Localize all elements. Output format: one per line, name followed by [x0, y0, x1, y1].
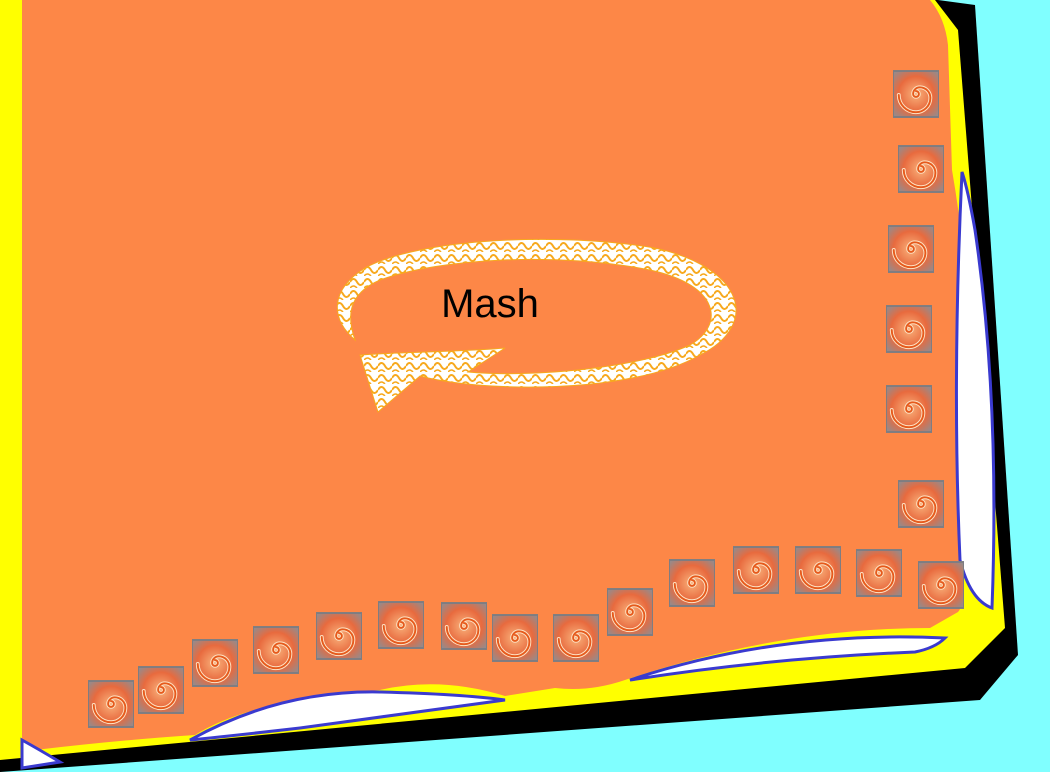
swirl-tile-icon	[607, 589, 653, 635]
swirl-tile-icon	[669, 560, 715, 606]
swirl-tile-icon	[253, 627, 299, 673]
swirl-tile-icon	[856, 550, 902, 596]
swirl-tile-icon	[378, 602, 424, 648]
swirl-tile-icon	[138, 667, 184, 713]
swirl-tile-icon	[888, 226, 934, 272]
swirl-tile-icon	[886, 386, 932, 432]
swirl-tile-icon	[192, 640, 238, 686]
swirl-tile-icon	[795, 547, 841, 593]
swirl-tile-icon	[316, 613, 362, 659]
swirl-tile-icon	[893, 71, 939, 117]
swirl-tile-icon	[553, 615, 599, 661]
swirl-tile-icon	[492, 615, 538, 661]
swirl-tile-icon	[898, 481, 944, 527]
swirl-tile-icon	[898, 146, 944, 192]
swirl-tile-icon	[441, 603, 487, 649]
swirl-tile-icon	[886, 306, 932, 352]
swirl-tile-icon	[733, 547, 779, 593]
cycle-label: Mash	[395, 282, 585, 327]
swirl-tile-icon	[88, 681, 134, 727]
swirl-tile-icon	[918, 562, 964, 608]
